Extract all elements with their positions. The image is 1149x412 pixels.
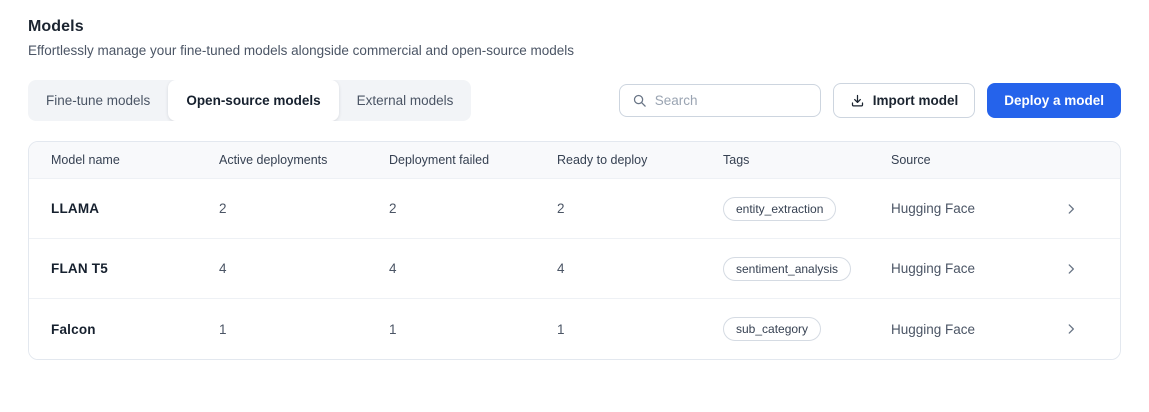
download-icon [850,93,865,108]
tab-open-source-models[interactable]: Open-source models [168,80,339,121]
search-input[interactable] [654,93,808,108]
toolbar-actions: Import model Deploy a model [618,83,1121,118]
search-icon [632,93,647,108]
active-deployments-value: 1 [219,321,227,337]
tags-cell: entity_extraction [723,196,891,221]
deploy-model-label: Deploy a model [1004,93,1104,108]
page-header: Models Effortlessly manage your fine-tun… [28,18,1121,58]
page-title: Models [28,18,84,35]
tags-cell: sentiment_analysis [723,256,891,281]
row-open-button[interactable] [1061,262,1110,276]
tab-external-models[interactable]: External models [339,80,472,121]
active-deployments-value: 2 [219,201,227,216]
column-header-model-name: Model name [51,153,120,167]
column-header-active-deployments: Active deployments [219,153,328,167]
models-page: Models Effortlessly manage your fine-tun… [28,18,1121,360]
search-box[interactable] [618,84,821,117]
deploy-model-button[interactable]: Deploy a model [987,83,1121,118]
table-row-llama[interactable]: LLAMA 2 2 2 entity_extraction Hugging Fa… [29,179,1120,239]
deployment-failed-value: 4 [389,261,397,276]
column-header-source: Source [891,153,931,167]
page-subtitle: Effortlessly manage your fine-tuned mode… [28,43,575,58]
source-value: Hugging Face [891,261,976,276]
active-deployments-value: 4 [219,261,227,276]
chevron-right-icon [1064,262,1078,276]
row-open-button[interactable] [1061,202,1110,216]
row-open-button[interactable] [1061,322,1110,336]
models-table: Model name Active deployments Deployment… [28,141,1121,360]
tag-badge: entity_extraction [723,196,837,221]
tag-badge: sub_category [723,317,822,341]
deployment-failed-value: 2 [389,201,397,216]
ready-to-deploy-value: 1 [557,321,565,337]
import-model-button[interactable]: Import model [832,83,976,118]
source-value: Hugging Face [891,201,976,216]
deployment-failed-value: 1 [389,321,397,337]
tags-cell: sub_category [723,317,891,341]
tab-fine-tune-models[interactable]: Fine-tune models [28,80,168,121]
ready-to-deploy-value: 2 [557,201,565,216]
table-header-row: Model name Active deployments Deployment… [29,142,1120,179]
chevron-right-icon [1064,322,1078,336]
model-name: Falcon [51,321,96,337]
table-row-flan-t5[interactable]: FLAN T5 4 4 4 sentiment_analysis Hugging… [29,239,1120,299]
table-row-falcon[interactable]: Falcon 1 1 1 sub_category Hugging Face [29,299,1120,359]
model-name: LLAMA [51,201,100,216]
chevron-right-icon [1064,202,1078,216]
column-header-deployment-failed: Deployment failed [389,153,490,167]
toolbar: Fine-tune models Open-source models Exte… [28,80,1121,121]
import-model-label: Import model [872,93,959,108]
tag-badge: sentiment_analysis [723,256,852,281]
source-value: Hugging Face [891,321,976,337]
ready-to-deploy-value: 4 [557,261,565,276]
model-name: FLAN T5 [51,261,108,276]
column-header-ready-to-deploy: Ready to deploy [557,153,648,167]
model-type-tabs: Fine-tune models Open-source models Exte… [28,80,472,121]
column-header-tags: Tags [723,153,750,167]
